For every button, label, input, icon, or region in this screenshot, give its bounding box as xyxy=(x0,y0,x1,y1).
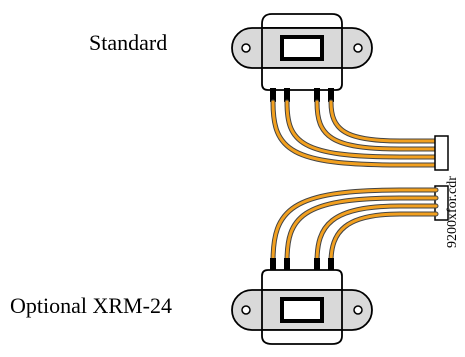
optional-cables xyxy=(270,187,439,265)
standard-cable-4 xyxy=(329,100,438,143)
standard-cable-3 xyxy=(315,100,438,151)
optional-cable-1 xyxy=(271,188,438,264)
standard-cable-2 xyxy=(285,100,438,159)
optional-lead-1 xyxy=(270,258,276,272)
standard-transformer xyxy=(231,13,373,91)
optional-mount-hole-right xyxy=(353,305,363,315)
standard-label: Standard xyxy=(89,30,168,55)
standard-cable-1 xyxy=(271,100,438,167)
optional-transformer-top xyxy=(261,269,343,293)
optional-cable-2 xyxy=(285,196,438,264)
optional-lead-3 xyxy=(314,258,320,272)
optional-transformer-window xyxy=(280,297,324,323)
optional-transformer-cap xyxy=(261,329,343,345)
optional-cable-4 xyxy=(329,212,438,264)
standard-transformer-cap xyxy=(261,13,343,29)
standard-lead-4 xyxy=(328,88,334,102)
optional-xrm-24-label: Optional XRM-24 xyxy=(10,293,172,318)
standard-lead-2 xyxy=(284,88,290,102)
optional-cable-3 xyxy=(315,204,438,264)
standard-cables xyxy=(270,99,439,168)
optional-wire-leads xyxy=(270,258,334,272)
optional-cable-4-outline xyxy=(328,211,439,265)
standard-transformer-window xyxy=(280,35,324,61)
standard-mount-hole-right xyxy=(353,43,363,53)
standard-cable-4-outline xyxy=(328,99,439,144)
standard-wire-leads xyxy=(270,88,334,102)
standard-connector xyxy=(434,135,449,171)
standard-mount-hole-left xyxy=(241,43,251,53)
optional-transformer xyxy=(231,269,373,345)
optional-lead-4 xyxy=(328,258,334,272)
filename-label: 9200xfor.cdr xyxy=(445,176,460,248)
standard-lead-1 xyxy=(270,88,276,102)
standard-lead-3 xyxy=(314,88,320,102)
optional-mount-hole-left xyxy=(241,305,251,315)
standard-transformer-base xyxy=(261,67,343,91)
optional-connector xyxy=(434,185,449,221)
optional-lead-2 xyxy=(284,258,290,272)
